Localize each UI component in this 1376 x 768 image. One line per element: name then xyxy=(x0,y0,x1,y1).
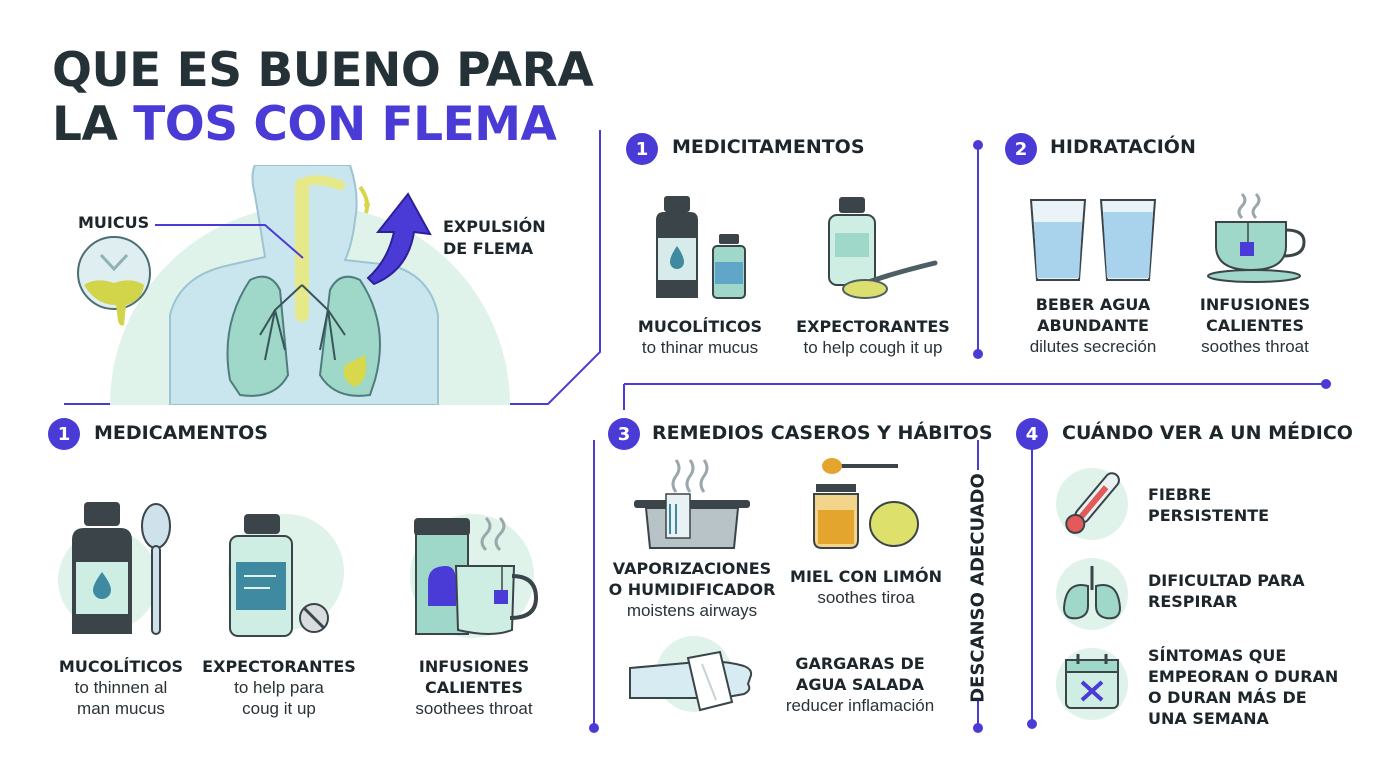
page-title: QUE ES BUENO PARA LA TOS CON FLEMA xyxy=(52,43,594,152)
item-expectorantes-top: EXPECTORANTES to help cough it up xyxy=(796,317,950,357)
tea-mug-icon xyxy=(410,514,539,638)
item-expectorantes-bottom: EXPECTORANTES to help para coug it up xyxy=(202,657,356,718)
item-mucoliticos-top: MUCOLÍTICOS to thinar mucus xyxy=(637,317,763,357)
steam-pot-icon xyxy=(634,459,750,549)
expectorant-pill-icon xyxy=(228,514,344,637)
hand-tissue-icon xyxy=(629,636,753,712)
item-gargaras: GARGARAS DE AGUA SALADA reducer inflamac… xyxy=(785,654,935,715)
thermometer-icon xyxy=(1056,468,1128,540)
section-title-medicitamentos: MEDICITAMENTOS xyxy=(672,136,865,158)
tea-cup-icon xyxy=(1207,192,1306,283)
syrup-spoon-icon xyxy=(58,502,171,635)
section-number-badge: 1 xyxy=(48,418,80,450)
item-infusiones-bottom: INFUSIONES CALIENTES soothees throat xyxy=(415,657,533,718)
item-mucoliticos-bottom: MUCOLÍTICOS to thinnen al man mucus xyxy=(58,657,184,718)
title-accent: TOS CON FLEMA xyxy=(133,97,557,152)
section-title-hidratacion: HIDRATACIÓN xyxy=(1050,136,1196,158)
water-glasses-icon xyxy=(1029,199,1157,281)
mucus-label: MUICUS xyxy=(78,213,150,232)
descanso-adecuado-label: DESCANSO ADECUADO xyxy=(967,473,989,703)
honey-lemon-icon xyxy=(813,458,919,549)
section-title-remedios: REMEDIOS CASEROS Y HÁBITOS xyxy=(652,422,993,444)
section-number-badge: 1 xyxy=(626,133,658,165)
item-infusiones-top: INFUSIONES CALIENTES soothes throat xyxy=(1199,295,1311,356)
section-title-cuando-ver-medico: CUÁNDO VER A UN MÉDICO xyxy=(1062,422,1353,444)
section-number-badge: 2 xyxy=(1005,133,1037,165)
item-miel-limon: MIEL CON LIMÓN soothes tiroa xyxy=(790,567,942,607)
title-line-2-prefix: LA xyxy=(52,97,134,152)
item-fiebre: FIEBRE PERSISTENTE xyxy=(1148,485,1270,525)
syrup-bottles-icon xyxy=(656,196,746,299)
item-sintomas: SÍNTOMAS QUE EMPEORAN O DURAN O DURAN MÁ… xyxy=(1148,646,1339,728)
calendar-icon xyxy=(1056,648,1128,720)
expectorant-spoon-icon xyxy=(828,197,938,299)
expulsion-arrow-icon xyxy=(366,192,432,285)
lungs-illustration xyxy=(110,165,510,405)
expulsion-label: EXPULSIÓN DE FLEMA xyxy=(443,217,546,258)
lungs-icon xyxy=(1056,558,1128,630)
section-title-medicamentos: MEDICAMENTOS xyxy=(94,422,268,444)
section-number-badge: 3 xyxy=(608,418,640,450)
mucus-pointer xyxy=(155,224,304,259)
title-line-1: QUE ES BUENO PARA xyxy=(52,43,594,98)
item-dificultad: DIFICULTAD PARA RESPIRAR xyxy=(1148,571,1305,611)
mucus-icon xyxy=(77,236,151,326)
item-vaporizaciones: VAPORIZACIONES O HUMIDIFICADOR moistens … xyxy=(608,559,776,620)
item-beber-agua: BEBER AGUA ABUNDANTE dilutes secreción xyxy=(1029,295,1157,356)
section-number-badge: 4 xyxy=(1016,418,1048,450)
